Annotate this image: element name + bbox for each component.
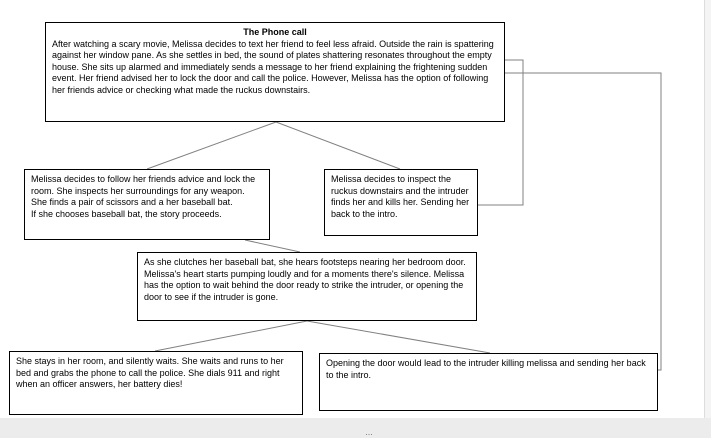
connector-bat-to-open: [306, 320, 491, 354]
intro-box: The Phone call After watching a scary mo…: [45, 22, 505, 122]
follow-advice-text: Melissa decides to follow her friends ad…: [31, 174, 256, 219]
connector-bat-to-stay: [154, 320, 308, 352]
page-edge: [704, 0, 711, 418]
inspect-ruckus-text: Melissa decides to inspect the ruckus do…: [331, 174, 470, 219]
connector-intro-to-inspect: [275, 121, 401, 170]
open-door-box: Opening the door would lead to the intru…: [319, 353, 658, 411]
inspect-ruckus-box: Melissa decides to inspect the ruckus do…: [324, 169, 478, 236]
stay-and-wait-box: She stays in her room, and silently wait…: [9, 351, 303, 415]
story-title: The Phone call: [243, 27, 307, 37]
intro-text: After watching a scary movie, Melissa de…: [52, 38, 494, 95]
bottom-scroll-area[interactable]: [0, 418, 711, 438]
connector-inspect-loop-to-intro: [478, 59, 524, 206]
connector-open-loop-to-intro: [505, 72, 662, 371]
baseball-bat-box: As she clutches her baseball bat, she he…: [137, 252, 477, 321]
follow-advice-box: Melissa decides to follow her friends ad…: [24, 169, 270, 240]
connector-follow-to-bat: [244, 239, 301, 253]
more-indicator[interactable]: ...: [365, 427, 373, 437]
baseball-bat-text: As she clutches her baseball bat, she he…: [144, 257, 466, 302]
open-door-text: Opening the door would lead to the intru…: [326, 358, 646, 380]
stay-and-wait-text: She stays in her room, and silently wait…: [16, 356, 284, 389]
connector-intro-to-follow: [146, 121, 277, 170]
